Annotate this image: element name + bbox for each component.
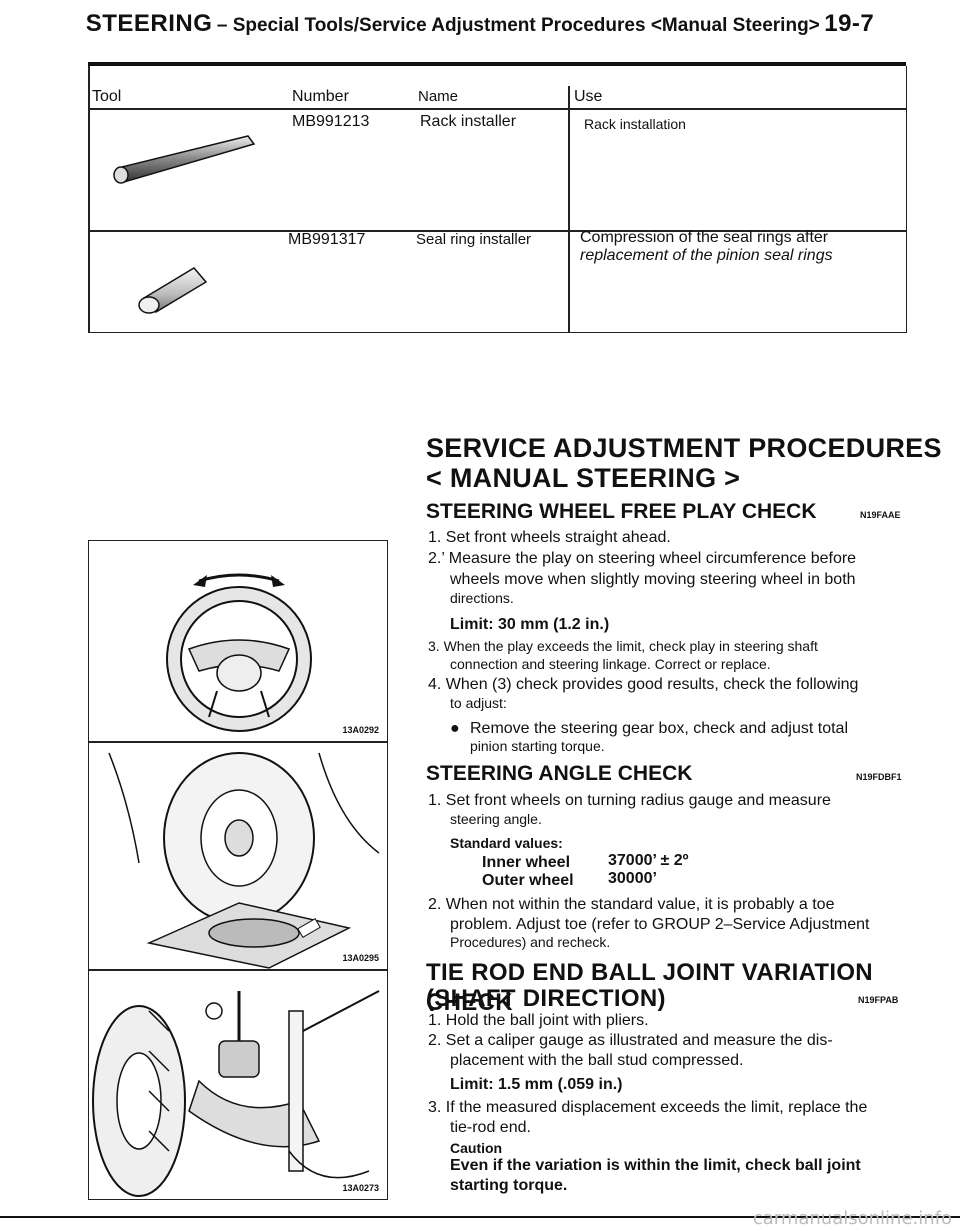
free-play-bullet-b: pinion starting torque. [470, 738, 605, 754]
outer-wheel-label: Outer wheel [482, 872, 574, 889]
free-play-step2-a: 2.’ Measure the play on steering wheel c… [428, 550, 857, 567]
outer-wheel-value: 30000’ [608, 870, 657, 887]
tool1-use: Rack installation [584, 116, 686, 132]
tie-rod-subtitle: (SHAFT DIRECTION) [426, 985, 666, 1012]
free-play-step3-b: connection and steering linkage. Correct… [450, 656, 771, 672]
tool2-name: Seal ring installer [416, 231, 532, 248]
tie-rod-step2-b: placement with the ball stud compressed. [450, 1052, 744, 1069]
col-tool: Tool [92, 88, 122, 105]
free-play-step3-a: 3. When the play exceeds the limit, chec… [428, 638, 818, 654]
caution-text-a: Even if the variation is within the limi… [450, 1157, 861, 1174]
angle-step1-a: 1. Set front wheels on turning radius ga… [428, 792, 831, 809]
free-play-title: STEERING WHEEL FREE PLAY CHECK [426, 500, 817, 523]
caution-text-b: starting torque. [450, 1177, 568, 1194]
free-play-step2-b: wheels move when slightly moving steerin… [450, 571, 856, 588]
tools-table-header-line [88, 108, 906, 110]
header-title: STEERING [85, 10, 213, 37]
section-title: SERVICE ADJUSTMENT PROCEDURES [426, 433, 942, 463]
angle-step2-a: 2. When not within the standard value, i… [428, 896, 835, 913]
free-play-step4-b: to adjust: [450, 695, 507, 711]
footer-rule [0, 1216, 960, 1218]
tool2-use-line1: Compression of the seal rings after [580, 229, 829, 246]
watermark: carmanualsonline.info [752, 1208, 952, 1229]
tool2-use-line2: replacement of the pinion seal rings [580, 247, 833, 264]
col-name: Name [418, 88, 459, 105]
figure-caliper-gauge: 13A0273 [88, 970, 388, 1200]
tool2-number: MB991317 [288, 231, 366, 248]
tie-rod-code: N19FPAB [858, 995, 899, 1005]
tie-rod-step2-a: 2. Set a caliper gauge as illustrated an… [428, 1032, 833, 1049]
seal-ring-installer-illustration [138, 267, 208, 314]
tools-table-frame [88, 66, 907, 333]
rack-installer-tool-illustration [113, 135, 256, 184]
header-rule [88, 62, 906, 66]
angle-step1-b: steering angle. [450, 811, 542, 827]
tie-rod-step3-a: 3. If the measured displacement exceeds … [428, 1099, 868, 1116]
page-number: 19-7 [824, 10, 875, 37]
tie-rod-step1: 1. Hold the ball joint with pliers. [428, 1012, 649, 1029]
inner-wheel-label: Inner wheel [482, 854, 571, 871]
tool1-number: MB991213 [292, 113, 370, 130]
tie-rod-limit: Limit: 1.5 mm (.059 in.) [450, 1076, 623, 1093]
free-play-limit: Limit: 30 mm (1.2 in.) [450, 616, 610, 633]
angle-step2-c: Procedures) and recheck. [450, 934, 611, 950]
angle-code: N19FDBF1 [856, 772, 902, 782]
angle-title: STEERING ANGLE CHECK [426, 762, 693, 785]
tools-table-left-border [88, 66, 90, 332]
tie-rod-step3-b: tie-rod end. [450, 1119, 531, 1136]
figure-label-1: 13A0292 [342, 725, 379, 735]
free-play-bullet-a: Remove the steering gear box, check and … [470, 720, 848, 737]
tools-table-row-line [88, 230, 906, 232]
inner-wheel-value: 37000’ ± 2º [608, 852, 689, 869]
header-subtitle: – Special Tools/Service Adjustment Proce… [216, 15, 820, 36]
ball-joint-caliper-illustration [92, 990, 380, 1197]
col-number: Number [292, 88, 349, 105]
section-subtitle: < MANUAL STEERING > [426, 463, 741, 493]
free-play-code: N19FAAE [860, 510, 901, 520]
col-use: Use [574, 88, 603, 105]
steering-wheel-illustration [166, 573, 312, 732]
tools-table-use-divider [568, 86, 570, 332]
tie-rod-title: TIE ROD END BALL JOINT VARIATION CHECK [426, 959, 873, 1016]
tool1-name: Rack installer [420, 113, 517, 130]
bullet-icon: ● [450, 720, 460, 737]
caution-label: Caution [450, 1140, 503, 1156]
free-play-step4-a: 4. When (3) check provides good results,… [428, 676, 859, 693]
figure-label-3: 13A0273 [342, 1183, 379, 1193]
angle-step2-b: problem. Adjust toe (refer to GROUP 2–Se… [450, 916, 870, 933]
free-play-step1: 1. Set front wheels straight ahead. [428, 529, 671, 546]
angle-standard-label: Standard values: [450, 835, 563, 851]
wheel-on-gauge-illustration [108, 752, 380, 969]
page-header: STEERING – Special Tools/Service Adjustm… [0, 10, 960, 38]
figure-turning-radius-gauge: 13A0295 [88, 742, 388, 970]
figure-steering-wheel: 13A0292 [88, 540, 388, 742]
free-play-step2-c: directions. [450, 590, 514, 606]
figure-label-2: 13A0295 [342, 953, 379, 963]
